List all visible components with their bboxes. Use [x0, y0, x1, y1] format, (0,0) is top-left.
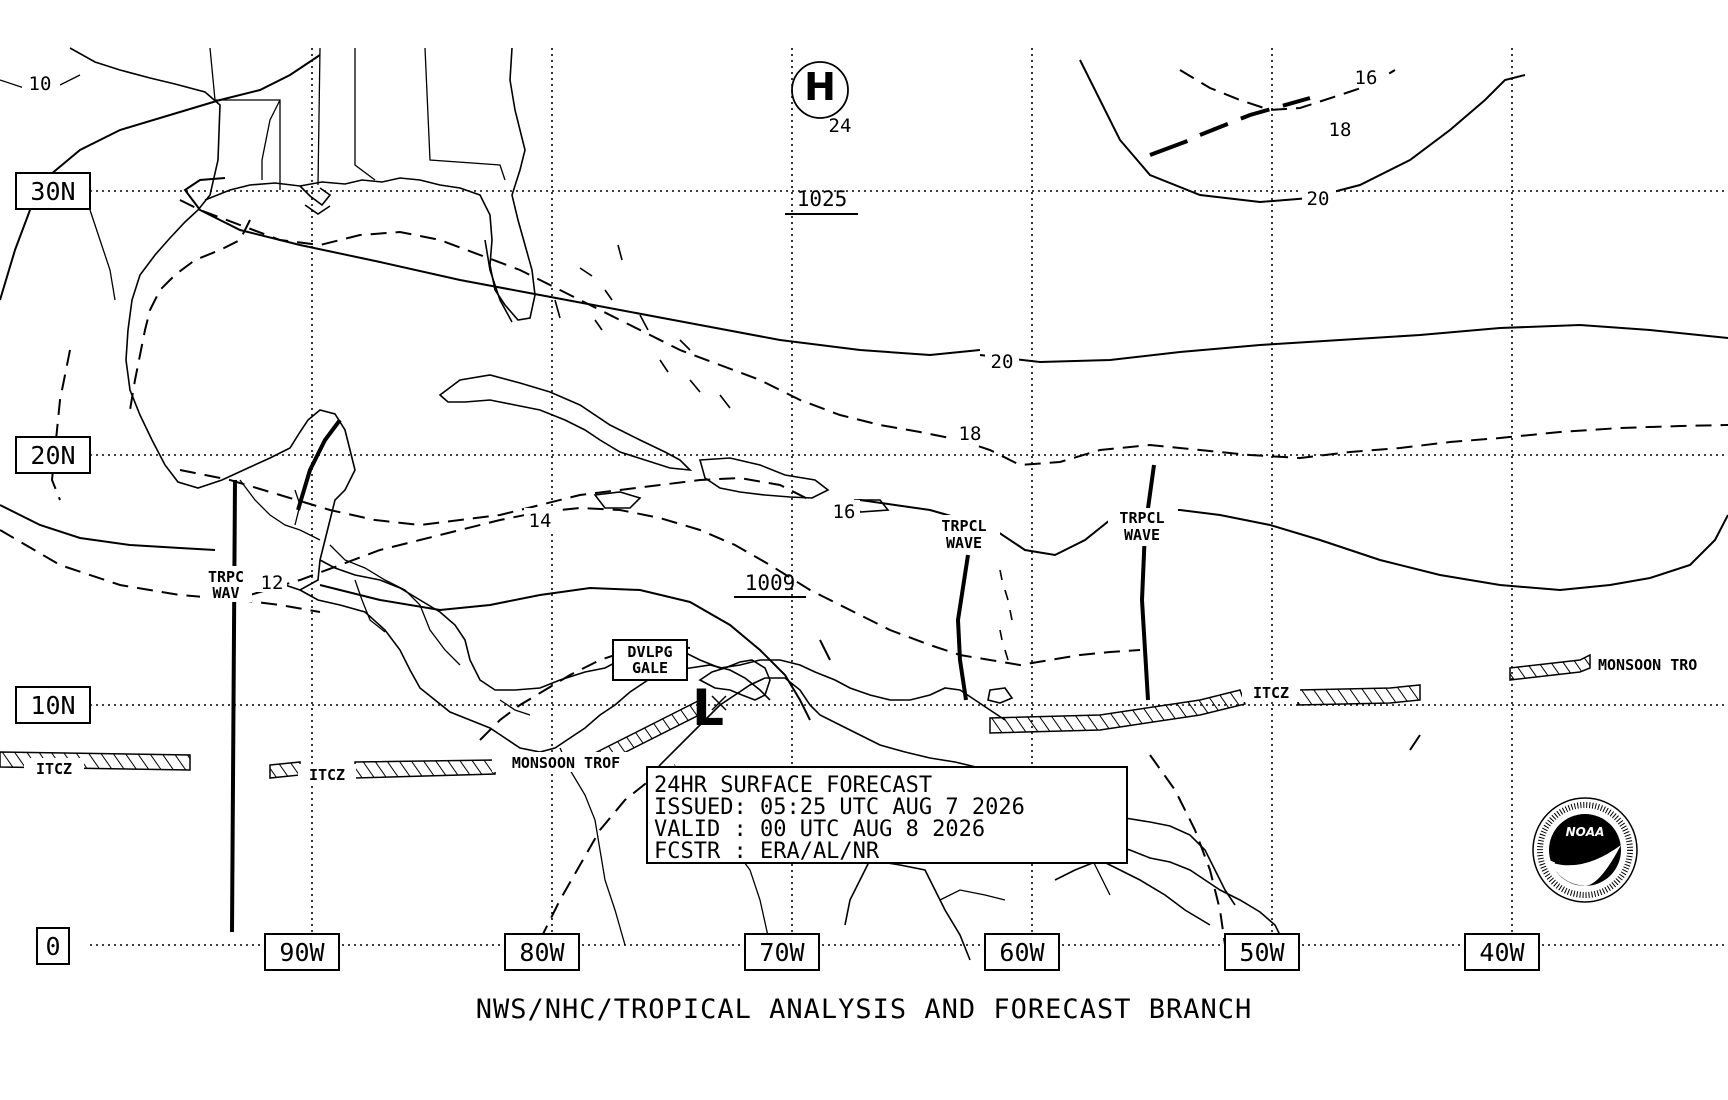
high-pressure-center: H 24	[791, 61, 852, 137]
isobar-label: 16	[1355, 67, 1378, 89]
pressure-label-1025: 1025	[797, 187, 848, 211]
tropical-wave-label-central-line2: WAVE	[946, 534, 982, 552]
tropical-wave-label-east-line1: TRPCL	[1119, 509, 1164, 527]
latitude-labels: 30N 20N 10N 0	[15, 172, 91, 965]
low-pressure-center: L	[692, 679, 727, 737]
lon-label-50w: 50W	[1239, 938, 1285, 967]
isobar-label: 12	[261, 572, 284, 594]
low-center-marker	[711, 695, 727, 711]
high-ring	[791, 61, 849, 119]
high-value: 24	[829, 115, 852, 137]
forecast-forecasters: FCSTR : ERA/AL/NR	[654, 839, 880, 864]
isobar-label: 20	[1307, 188, 1330, 210]
itcz-label-west: ITCZ	[36, 760, 72, 778]
itcz-bands	[0, 653, 1591, 779]
lon-label-60w: 60W	[999, 938, 1045, 967]
isobar-label: 18	[1329, 119, 1352, 141]
noaa-ring-text	[1537, 802, 1633, 898]
longitude-labels: 90W 80W 70W 60W 50W 40W	[264, 933, 1540, 971]
tropical-wave-label-west-line2: WAV	[212, 584, 239, 602]
noaa-logo-text: NOAA	[1566, 825, 1605, 839]
monsoon-trough-label-west: MONSOON TROF	[512, 754, 620, 772]
lat-label-30n: 30N	[30, 177, 75, 206]
tropical-wave-axis-yucatan	[296, 418, 342, 511]
forecast-valid: VALID : 00 UTC AUG 8 2026	[654, 817, 985, 842]
tropical-wave-label-west-line1: TRPC	[208, 568, 244, 586]
isobar-label: 16	[833, 501, 856, 523]
monsoon-trough-label-east: MONSOON TRO	[1598, 656, 1697, 674]
low-symbol: L	[692, 679, 724, 737]
developing-gale-label-line2: GALE	[632, 659, 668, 677]
high-symbol: H	[804, 65, 836, 109]
isobar-labels: 10 12 14 16 16 18 18 20 20	[22, 65, 1382, 594]
itcz-label-east: ITCZ	[1253, 684, 1289, 702]
noaa-logo: NOAA	[1532, 797, 1638, 903]
tropical-wave-label-east-line2: WAVE	[1124, 526, 1160, 544]
tropical-wave-label-central-line1: TRPCL	[941, 517, 986, 535]
lon-label-70w: 70W	[759, 938, 805, 967]
isobar-label: 10	[29, 73, 52, 95]
forecast-issued: ISSUED: 05:25 UTC AUG 7 2026	[654, 795, 1025, 820]
tropical-waves	[230, 418, 1156, 933]
pressure-label-1009: 1009	[745, 571, 796, 595]
tropical-wave-axis-east	[1139, 464, 1156, 701]
isobar-label: 18	[959, 423, 982, 445]
lon-label-40w: 40W	[1479, 938, 1525, 967]
isobar-label: 20	[991, 351, 1014, 373]
trough-line	[1149, 138, 1191, 157]
itcz-label-central: ITCZ	[309, 766, 345, 784]
lon-label-80w: 80W	[519, 938, 565, 967]
tropical-wave-axis-central	[955, 554, 970, 701]
isobars	[0, 54, 1728, 751]
lat-label-20n: 20N	[30, 441, 75, 470]
lat-label-10n: 10N	[30, 691, 75, 720]
footer-branch-credit: NWS/NHC/TROPICAL ANALYSIS AND FORECAST B…	[476, 994, 1253, 1025]
lon-label-90w: 90W	[279, 938, 325, 967]
forecast-title: 24HR SURFACE FORECAST	[654, 773, 932, 798]
dashed-isobars	[0, 69, 1728, 946]
lat-label-0: 0	[45, 932, 60, 961]
forecast-info-box: 24HR SURFACE FORECAST ISSUED: 05:25 UTC …	[646, 766, 1128, 864]
isobar-label: 14	[529, 510, 552, 532]
feature-labels: TRPC WAV TRPCL WAVE TRPCL WAVE ITCZ ITCZ…	[24, 508, 1728, 784]
tropical-wave-axis-west	[230, 479, 237, 933]
developing-gale-label-line1: DVLPG	[627, 643, 672, 661]
